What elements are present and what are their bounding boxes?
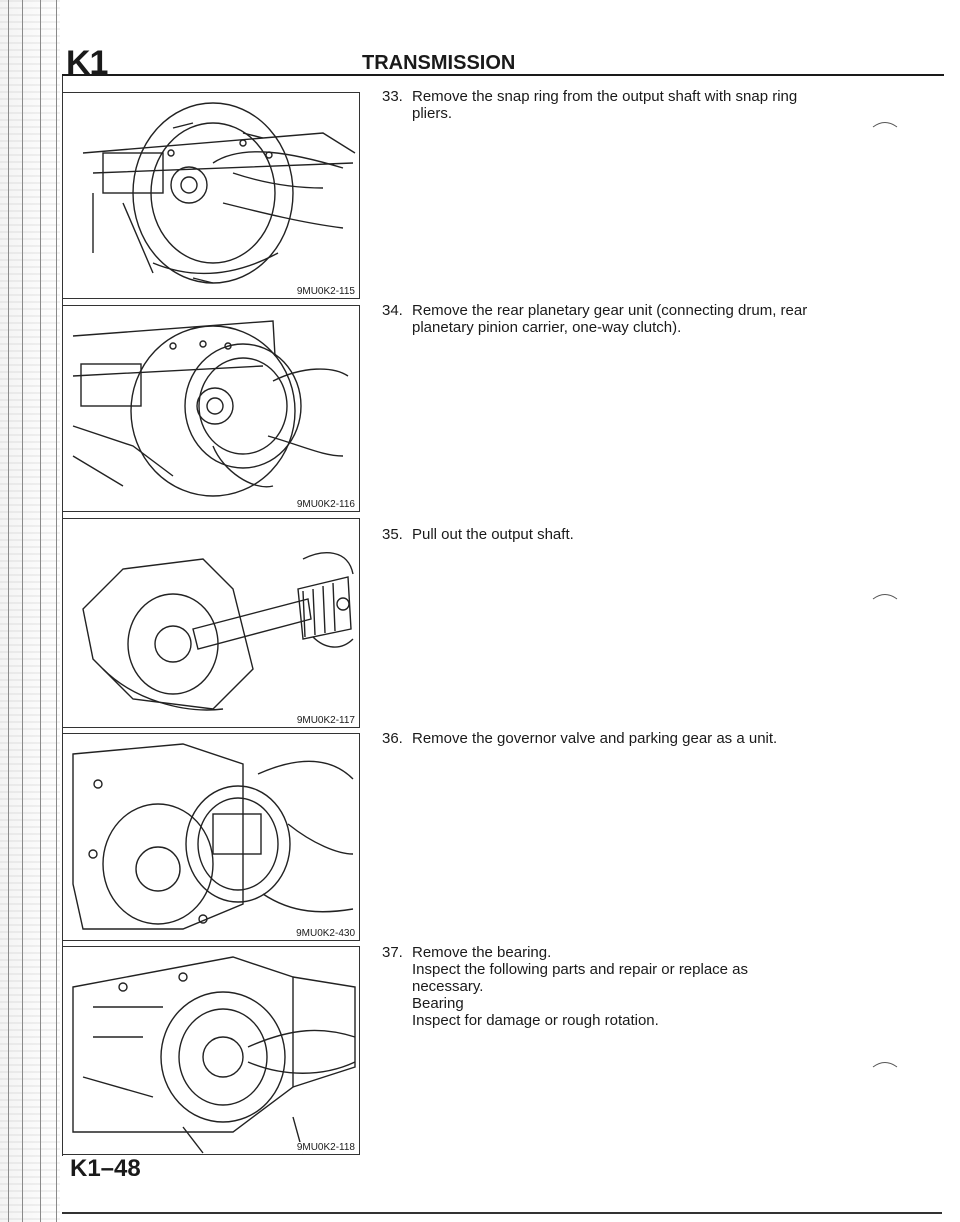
step-number: 37. bbox=[382, 944, 403, 961]
figure-illustration bbox=[72, 320, 349, 497]
figure-planetary-gear-removal: 9MU0K2-116 bbox=[62, 305, 360, 512]
step-detail-line: necessary. bbox=[412, 978, 484, 995]
step-text: Remove the snap ring from the output sha… bbox=[412, 88, 798, 105]
step-34: 34. Remove the rear planetary gear unit (… bbox=[382, 302, 832, 336]
binding-line bbox=[8, 0, 9, 1222]
step-36: 36. Remove the governor valve and parking… bbox=[382, 730, 832, 747]
step-text: Remove the bearing. bbox=[412, 944, 552, 961]
figure-bearing-removal: 9MU0K2-118 bbox=[62, 946, 360, 1155]
section-title: TRANSMISSION bbox=[362, 52, 516, 74]
binding-line bbox=[22, 0, 23, 1222]
binding-line bbox=[40, 0, 41, 1222]
footer-rule bbox=[62, 1212, 942, 1214]
step-text-continuation: pliers. bbox=[412, 105, 453, 122]
figure-governor-valve-removal: 9MU0K2-430 bbox=[62, 733, 360, 941]
figure-snap-ring-removal: 9MU0K2-115 bbox=[62, 92, 360, 299]
figure-illustration bbox=[72, 743, 354, 930]
scan-edge-mark bbox=[872, 1062, 898, 1068]
figure-output-shaft-removal: 9MU0K2-117 bbox=[62, 518, 360, 728]
step-text: Remove the governor valve and parking ge… bbox=[412, 730, 778, 747]
step-detail-line: Inspect the following parts and repair o… bbox=[412, 961, 749, 978]
step-number: 34. bbox=[382, 302, 403, 319]
figure-illustration bbox=[82, 102, 356, 284]
figure-code: 9MU0K2-118 bbox=[294, 1142, 357, 1153]
step-number: 35. bbox=[382, 526, 403, 543]
scan-edge-mark bbox=[872, 594, 898, 600]
step-detail-line: Inspect for damage or rough rotation. bbox=[412, 1012, 659, 1029]
step-text-continuation: planetary pinion carrier, one-way clutch… bbox=[412, 319, 682, 336]
figure-illustration bbox=[72, 956, 356, 1154]
section-code: K1 bbox=[66, 44, 108, 82]
step-detail-line: Bearing bbox=[412, 995, 464, 1012]
binding-edge bbox=[0, 0, 60, 1222]
figure-code: 9MU0K2-430 bbox=[294, 928, 357, 939]
scan-edge-mark bbox=[872, 122, 898, 128]
step-37: 37. Remove the bearing. Inspect the follo… bbox=[382, 944, 832, 1029]
step-number: 36. bbox=[382, 730, 403, 747]
step-number: 33. bbox=[382, 88, 403, 105]
header-rule bbox=[62, 74, 944, 76]
figure-code: 9MU0K2-116 bbox=[294, 499, 357, 510]
step-35: 35. Pull out the output shaft. bbox=[382, 526, 832, 543]
step-33: 33. Remove the snap ring from the output … bbox=[382, 88, 832, 122]
step-text: Pull out the output shaft. bbox=[412, 526, 574, 543]
binding-line bbox=[56, 0, 57, 1222]
figure-illustration bbox=[82, 552, 354, 711]
figure-code: 9MU0K2-117 bbox=[294, 715, 357, 726]
page-number: K1–48 bbox=[70, 1155, 141, 1182]
step-text: Remove the rear planetary gear unit (con… bbox=[412, 302, 808, 319]
figure-code: 9MU0K2-115 bbox=[294, 286, 357, 297]
